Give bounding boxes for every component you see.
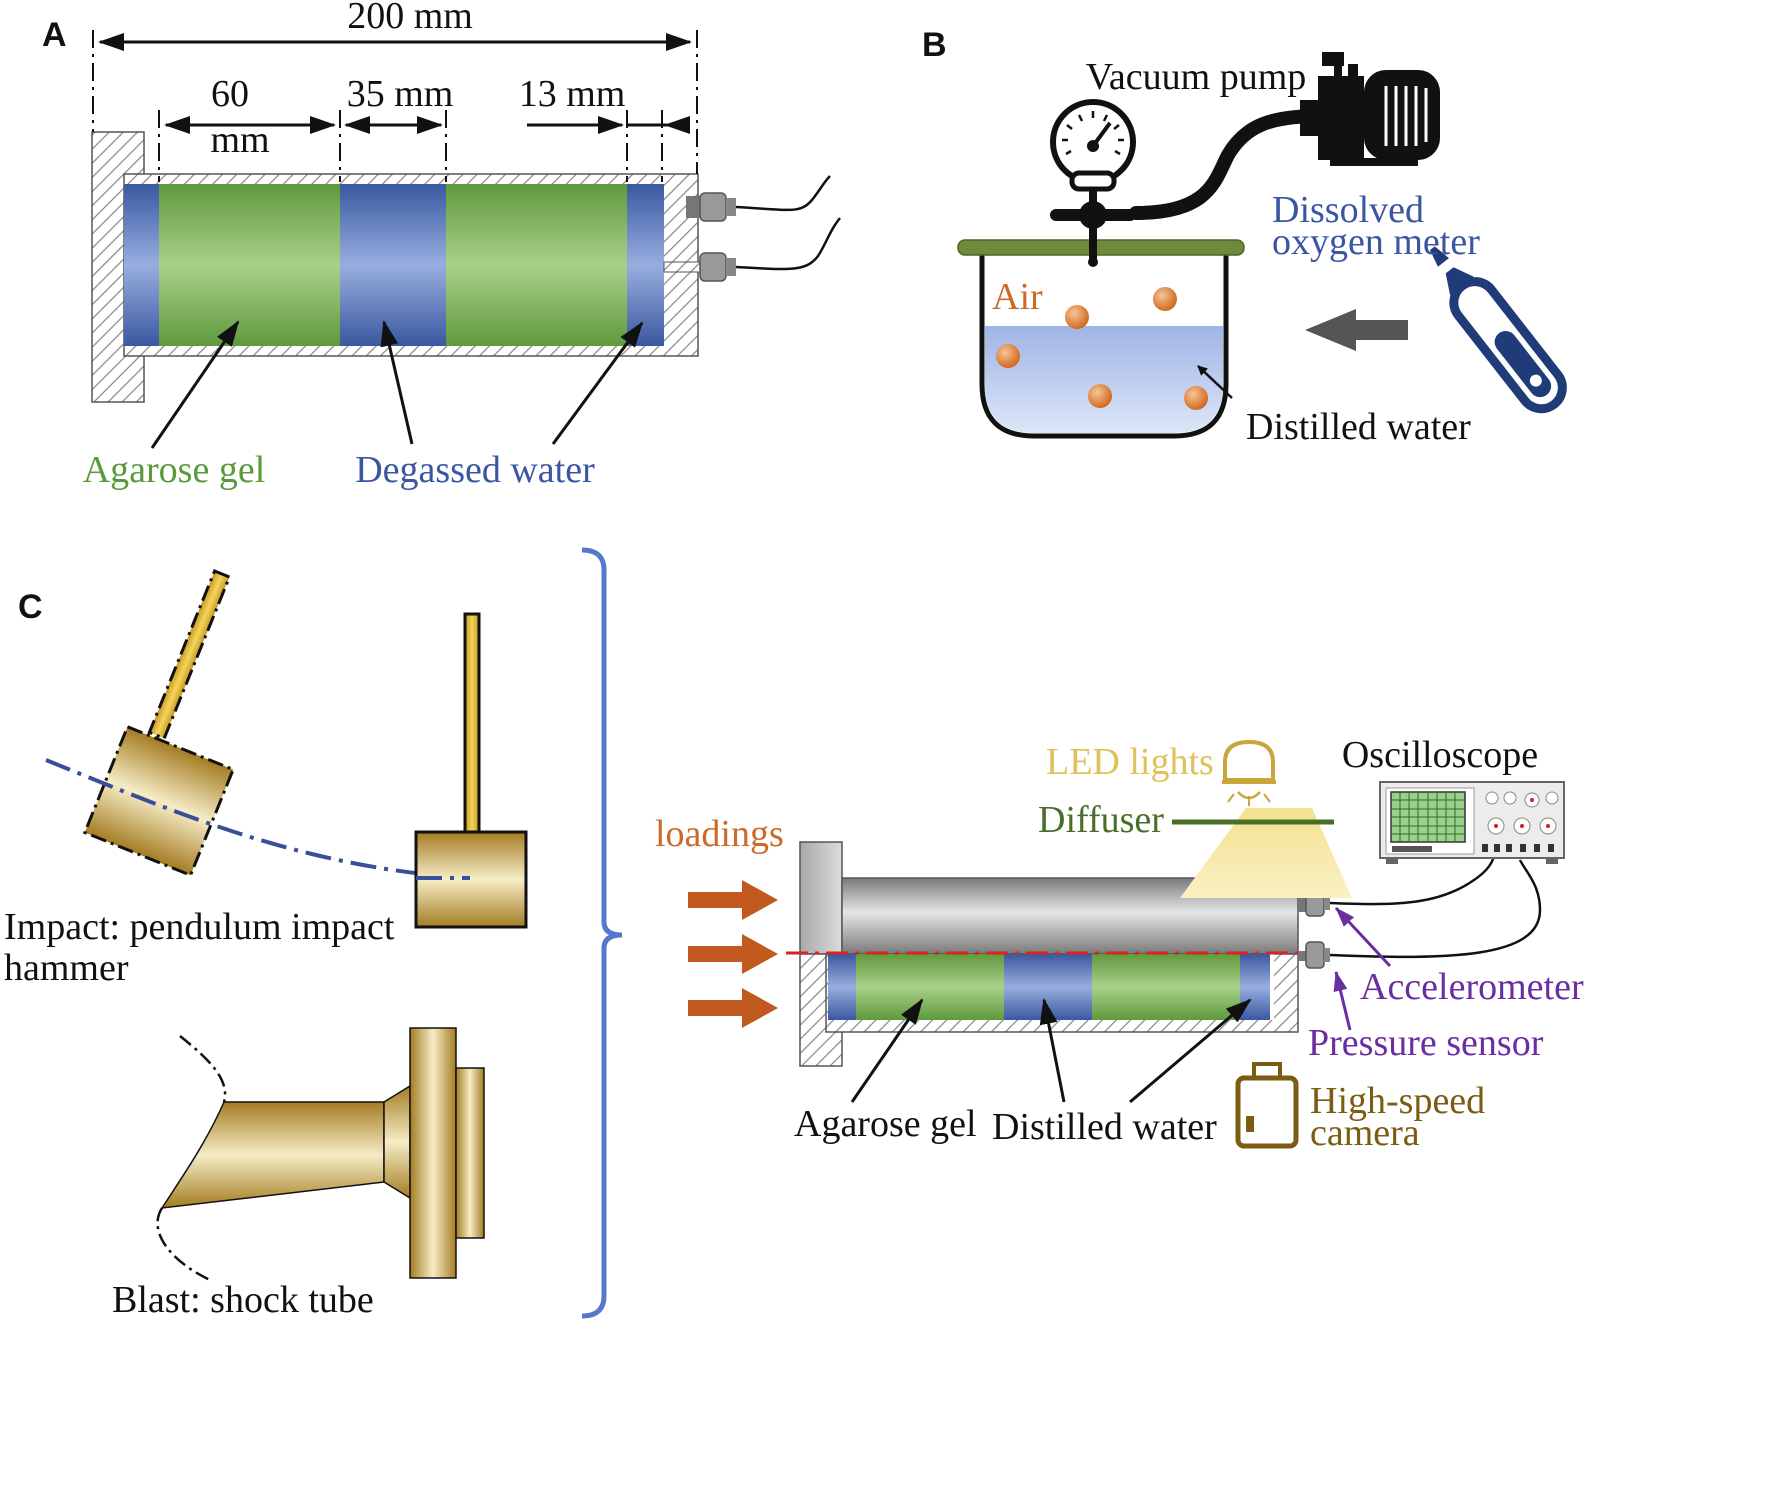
label-vacuum-pump: Vacuum pump (1086, 56, 1307, 98)
label-loadings: loadings (655, 813, 784, 855)
dimension-arrows (98, 33, 692, 134)
led-light-icon (1180, 739, 1352, 898)
oxygen-meter-icon (1430, 246, 1567, 414)
label-oxygen-meter: oxygen meter (1272, 221, 1480, 263)
label-high-speed: High-speed (1310, 1080, 1485, 1122)
panel-a-letter: A (42, 16, 67, 54)
high-speed-camera-icon (1235, 1062, 1299, 1149)
pendulum-swinging-icon (82, 569, 236, 878)
pointer-arrows-c (850, 998, 1252, 1104)
label-degassed-water: Degassed water (355, 449, 595, 491)
label-distilled-water-c: Distilled water (992, 1106, 1217, 1148)
accelerometer-cable (1329, 855, 1496, 906)
vessel-lid (957, 239, 1245, 256)
water-pointer (1197, 365, 1233, 399)
gel-segment (856, 954, 1004, 1020)
water-segment (1240, 954, 1270, 1020)
label-oscilloscope: Oscilloscope (1342, 734, 1538, 776)
panel-c: C Impact: pendulum impact hammer (4, 547, 1584, 1321)
label-agarose-gel: Agarose gel (83, 449, 266, 491)
dimension-guides (92, 30, 698, 182)
end-cap (799, 841, 843, 955)
water-segment (828, 954, 856, 1020)
loading-arrows (688, 880, 778, 1028)
label-impact-hammer: hammer (4, 947, 129, 989)
oscilloscope-icon (1379, 781, 1565, 864)
dimension-13: 13 mm (519, 73, 626, 115)
label-camera: camera (1310, 1112, 1420, 1154)
panel-c-letter: C (18, 588, 43, 626)
swing-trajectory (45, 758, 471, 880)
pointer-arrows-a (150, 320, 644, 449)
meter-arrow (1305, 309, 1408, 351)
label-blast: Blast: shock tube (112, 1279, 374, 1321)
label-pressure-sensor: Pressure sensor (1308, 1022, 1544, 1064)
water-segment (1004, 954, 1092, 1020)
panel-b: B (922, 26, 1567, 448)
water-segment (627, 184, 664, 346)
grouping-bracket (581, 547, 623, 1319)
pressure-gauge-icon (1050, 99, 1136, 267)
pendulum-hammer-icon (414, 612, 528, 929)
panel-b-letter: B (922, 26, 947, 64)
pressure-cable (1329, 859, 1542, 959)
gel-segment (1092, 954, 1240, 1020)
panel-a: A (42, 0, 841, 491)
sensor-fittings-a (663, 175, 841, 282)
accelerometer-pointer (1334, 906, 1392, 968)
label-agarose-gel-c: Agarose gel (794, 1103, 977, 1145)
label-led-lights: LED lights (1046, 741, 1214, 783)
dimension-200: 200 mm (347, 0, 473, 37)
label-dissolved: Dissolved (1272, 189, 1424, 231)
label-impact: Impact: pendulum impact (4, 906, 395, 948)
dimension-35: 35 mm (347, 73, 454, 115)
gel-segment (159, 184, 340, 346)
water-segment (124, 184, 159, 346)
dimension-60: 60 (211, 73, 249, 115)
vacuum-hose (1129, 109, 1327, 220)
label-diffuser: Diffuser (1038, 799, 1164, 841)
pressure-sensor-pointer (1333, 971, 1352, 1031)
air-bubbles (996, 287, 1208, 410)
sensor-fittings-c (1298, 889, 1330, 969)
label-accelerometer: Accelerometer (1360, 966, 1584, 1008)
gel-segment (446, 184, 627, 346)
distilled-water-fill (985, 326, 1223, 433)
label-air: Air (992, 276, 1043, 318)
vacuum-pump-icon (1300, 52, 1440, 166)
dimension-60-unit: mm (210, 119, 269, 161)
water-segment (340, 184, 446, 346)
shock-tube-icon (156, 1027, 485, 1282)
label-distilled-water-b: Distilled water (1246, 406, 1471, 448)
